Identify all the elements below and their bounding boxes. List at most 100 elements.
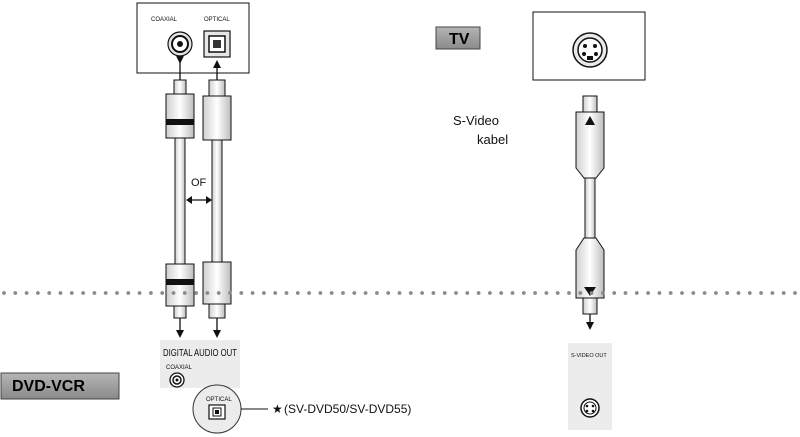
divider-dot [634,291,639,295]
divider-dot [250,291,255,295]
divider-dot [533,291,537,295]
divider-dot [521,291,526,295]
digital-audio-out-panel: DIGITAL AUDIO OUT COAXIAL [160,340,240,388]
divider-dot [126,291,131,295]
divider-dot [499,291,504,295]
divider-dot [691,291,696,295]
divider-dot [160,291,165,295]
tv-label: TV [449,31,470,48]
divider-dot [476,291,481,295]
divider-dot [488,291,492,295]
divider-dot [431,291,436,295]
divider-dot [657,291,662,295]
optical-jack-icon [203,30,231,58]
divider-dot [81,291,85,295]
divider-dot [781,291,786,295]
divider-dot [239,291,244,295]
divider-dot [182,291,187,295]
divider-dot [262,291,266,295]
divider-dot [442,291,447,295]
optical-cable [202,60,232,338]
coaxial-jack-icon [167,31,193,57]
divider-dot [623,291,628,295]
svideo-cable-label-1: S-Video [453,113,499,128]
coaxial-label-bottom: COAXIAL [166,365,193,371]
divider-dot [612,291,617,295]
svideo-out-panel: S-VIDEO OUT [568,343,612,430]
optical-label-top: OPTICAL [204,17,230,23]
divider-dot [205,291,210,295]
tv-tag: TV [435,26,481,50]
divider-dot [171,291,176,295]
svideo-cable [575,95,605,330]
divider-dot [273,291,278,295]
svideo-cable-label-2: kabel [477,132,508,147]
divider-dot [646,291,650,295]
divider-dot [36,291,40,295]
divider-dot [92,291,97,295]
divider-dot [137,291,142,295]
divider-dot [295,291,300,295]
divider-dot [69,291,74,295]
divider-dot [668,291,673,295]
divider-dot [284,291,289,295]
svideo-out-jack-icon [580,398,600,418]
divider-dot [420,291,424,295]
tv-panel [532,11,646,81]
divider-dot [329,291,334,295]
divider-dot [307,291,311,295]
svideo-in-jack-icon [572,32,608,68]
divider-dot [103,291,108,295]
divider-dot [714,291,718,295]
divider-dot [115,291,119,295]
divider-dot [601,291,605,295]
divider-dot [397,291,402,295]
divider-dot [702,291,707,295]
divider-dot [149,291,153,295]
divider-dot [47,291,52,295]
divider-dot [341,291,345,295]
divider-dot [510,291,515,295]
dvd-vcr-tag: DVD-VCR [0,372,120,400]
coaxial-out-jack-icon [169,372,185,388]
divider-dot [759,291,763,295]
divider-dot [465,291,470,295]
divider-dot [680,291,684,295]
coaxial-label-top: COAXIAL [151,17,178,23]
model-footnote: (SV-DVD50/SV-DVD55) [284,402,411,416]
divider-dot [363,291,368,295]
divider-dot [454,291,458,295]
optical-out-jack-icon [208,404,226,420]
star-icon: ★ [272,402,283,416]
divider-dot [589,291,594,295]
audio-input-panel: COAXIAL OPTICAL [136,2,250,74]
double-arrow-icon [186,196,212,204]
divider-dot [747,291,752,295]
divider-dot [216,291,221,295]
divider-dot [58,291,63,295]
divider-dot [375,291,379,295]
divider-dot [544,291,549,295]
divider-dot [24,291,29,295]
or-label: OF [191,177,207,189]
divider-dot [567,291,571,295]
divider-dot [793,291,797,295]
divider-dot [770,291,775,295]
divider-dot [228,291,232,295]
divider-dot [736,291,741,295]
digital-audio-out-label: DIGITAL AUDIO OUT [163,348,237,359]
divider-dot [408,291,413,295]
dotted-divider [2,291,797,295]
divider-dot [555,291,560,295]
divider-dot [13,291,18,295]
coaxial-cable [165,56,195,338]
divider-dot [725,291,730,295]
svideo-out-label: S-VIDEO OUT [571,353,607,359]
divider-dot [2,291,6,295]
device-label: DVD-VCR [12,378,85,395]
divider-dot [318,291,323,295]
optical-out-callout: OPTICAL [192,384,268,434]
divider-dot [352,291,357,295]
divider-dot [386,291,391,295]
